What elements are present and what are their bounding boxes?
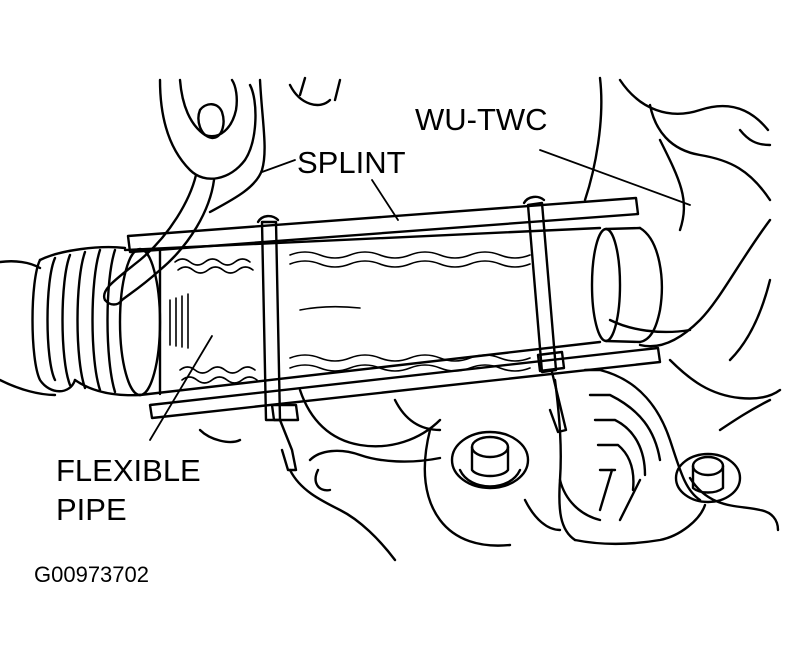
background-structure (158, 76, 782, 432)
cable-tie-left (256, 214, 300, 472)
wutwc-converter (590, 226, 663, 344)
leader-lines (149, 149, 691, 441)
bolt-left (450, 430, 530, 490)
wutwc-label: WU-TWC (415, 102, 548, 137)
bolt-right (674, 452, 780, 532)
flexible-pipe-label-line2: PIPE (56, 492, 127, 527)
mounting-bracket (553, 368, 707, 545)
cable-tie-right (522, 195, 568, 434)
leader-flexible-pipe (149, 335, 213, 441)
leader-splint-left (261, 159, 296, 173)
splint-label: SPLINT (297, 145, 406, 180)
pipe-corrugation-texture (169, 251, 531, 384)
leader-wutwc (539, 149, 691, 206)
pipe-coupling-left (0, 245, 142, 397)
figure-id: G00973702 (34, 562, 149, 587)
splint-bars (126, 196, 662, 420)
leader-splint (371, 179, 399, 221)
lower-components (0, 378, 562, 562)
flexible-pipe-label-line1: FLEXIBLE (56, 453, 201, 488)
